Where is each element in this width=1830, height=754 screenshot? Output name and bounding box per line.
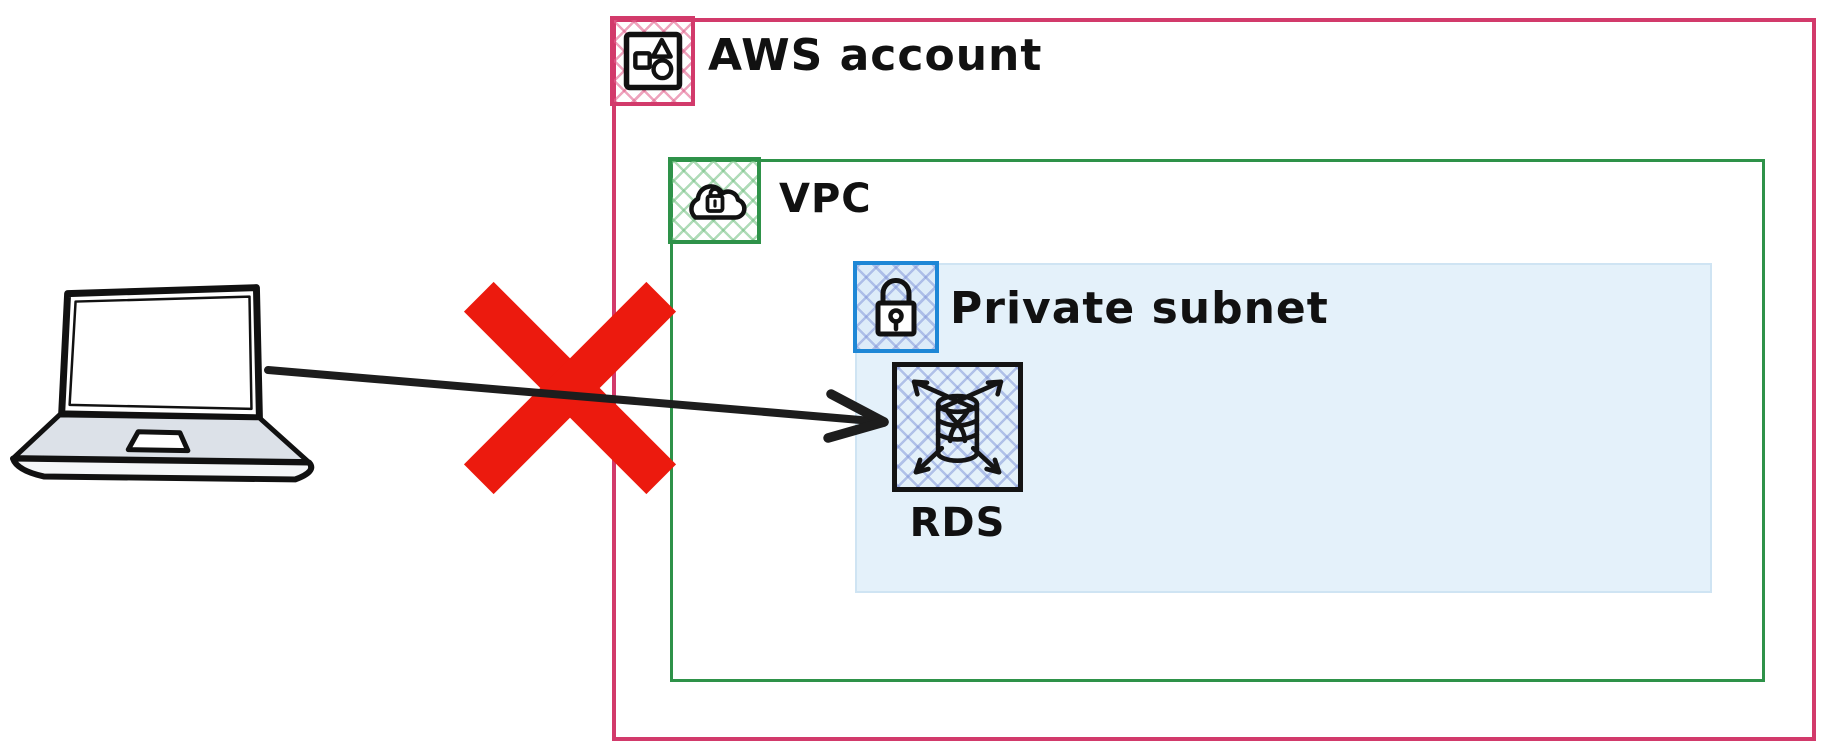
vpc-icon-glyph [688, 183, 747, 220]
vpc-box [670, 159, 1765, 682]
vpc-cloud-lock-icon [668, 157, 761, 244]
rds-label: RDS [909, 500, 1006, 546]
vpc-label: VPC [779, 176, 872, 222]
rds-database-icon [911, 379, 1004, 475]
laptop-icon [9, 284, 315, 483]
aws-account-label: AWS account [708, 30, 1043, 81]
connection-arrow [264, 366, 889, 443]
private-subnet-lock-icon [853, 261, 939, 353]
padlock-icon-glyph [875, 278, 917, 337]
private-subnet-label: Private subnet [950, 283, 1329, 334]
aws-account-icon-glyph [623, 31, 682, 91]
rds-node [892, 362, 1023, 492]
aws-account-box [612, 18, 1816, 741]
aws-account-icon [610, 16, 695, 106]
